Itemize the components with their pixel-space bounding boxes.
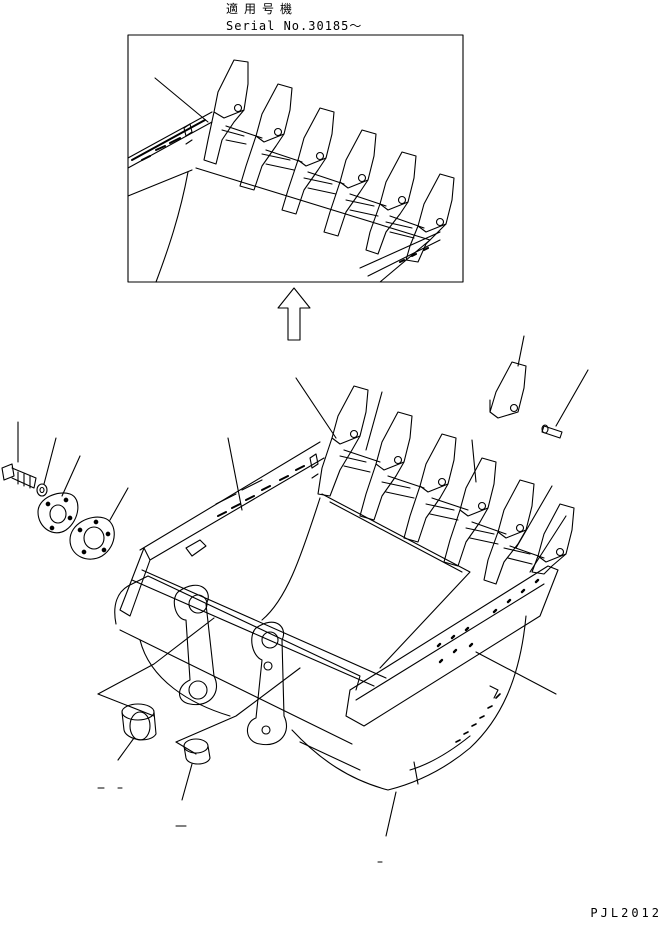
inset-detail-view <box>128 35 463 282</box>
bucket-weld-bead <box>456 694 500 742</box>
flanged-bushing-part <box>122 704 156 740</box>
bucket-top-rail-inner <box>150 458 324 560</box>
bucket-left-upper-boss <box>189 595 207 613</box>
inset-side-rail <box>128 112 212 158</box>
bucket-shell-bottom <box>292 616 526 790</box>
bucket-cutting-edge-inner <box>330 502 462 572</box>
inset-tooth-2 <box>240 84 294 190</box>
inset-adapter-row <box>226 126 424 228</box>
bucket-tooth-2 <box>360 412 414 520</box>
bucket-inner-curve <box>262 498 320 620</box>
bucket-left-link-bracket <box>174 585 216 704</box>
serial-range-label: Serial No.30185～ <box>226 19 363 33</box>
up-arrow-icon <box>278 288 310 340</box>
inset-side-holes <box>400 248 428 262</box>
bucket-wear-strip <box>300 742 360 770</box>
bucket-rail-slot <box>216 480 262 504</box>
bucket-right-pin-hole <box>264 662 272 670</box>
bucket-left-plate-edge <box>120 548 150 616</box>
flange-plate-part <box>38 493 78 533</box>
bucket-shell-seam <box>414 762 418 784</box>
inset-tooth-6 <box>406 174 454 262</box>
bucket-right-lower-hole <box>262 726 270 734</box>
bucket-inner-slot <box>186 540 206 556</box>
bucket-back-beam <box>115 576 360 690</box>
spare-tooth-part <box>490 362 526 418</box>
bucket-right-plate-edge <box>356 584 544 700</box>
inset-tooth-1 <box>204 60 248 164</box>
bushing-part <box>184 739 210 764</box>
bucket-cutting-edge-outline <box>322 494 470 668</box>
bucket-tooth-1 <box>318 386 370 496</box>
inset-tooth-4 <box>324 130 378 236</box>
bucket-side-holes-lower <box>440 644 472 662</box>
bucket-shell-crease <box>410 736 470 770</box>
bucket-corner-bracket <box>310 454 318 478</box>
bucket-shell-left <box>140 640 230 716</box>
inset-tooth-3 <box>282 108 336 214</box>
leader-lines <box>18 336 588 862</box>
bucket-tooth-6 <box>532 504 574 574</box>
bucket-bottom-rail <box>120 630 352 744</box>
bucket-rail-holes <box>218 466 304 516</box>
inset-side-plate <box>360 232 440 276</box>
inset-cutting-edge <box>196 168 430 282</box>
bucket-side-holes <box>438 580 538 646</box>
bucket-adapter-row <box>344 450 544 558</box>
bucket-teeth-row <box>318 386 574 584</box>
inset-side-rail-lower <box>128 122 212 168</box>
inset-corner-bracket <box>184 124 192 144</box>
bucket-right-upper-boss <box>262 632 278 648</box>
drawing-code-label: PJL2012 <box>590 906 662 920</box>
bucket-right-side-plate <box>346 566 558 726</box>
inset-rail-holes <box>132 120 205 160</box>
inset-tooth-5 <box>366 152 416 254</box>
bucket-top-rail-outer <box>140 442 320 550</box>
lock-pin-part <box>542 425 562 438</box>
bucket-assembly <box>115 442 558 790</box>
bucket-shell-notch <box>490 686 498 698</box>
bucket-left-lower-boss <box>189 681 207 699</box>
bucket-tooth-4 <box>444 458 498 566</box>
bucket-right-link-bracket <box>247 622 286 744</box>
shim-ring-part <box>70 517 114 559</box>
applicable-models-label: 適用号機 <box>226 2 299 16</box>
inset-bucket-edge <box>128 170 192 196</box>
inset-leader-line <box>155 78 208 122</box>
washer-part <box>37 484 47 496</box>
bolt-part <box>2 464 36 488</box>
bucket-tooth-3 <box>404 434 458 542</box>
inset-bucket-curve <box>156 172 188 282</box>
inset-frame <box>128 35 463 282</box>
